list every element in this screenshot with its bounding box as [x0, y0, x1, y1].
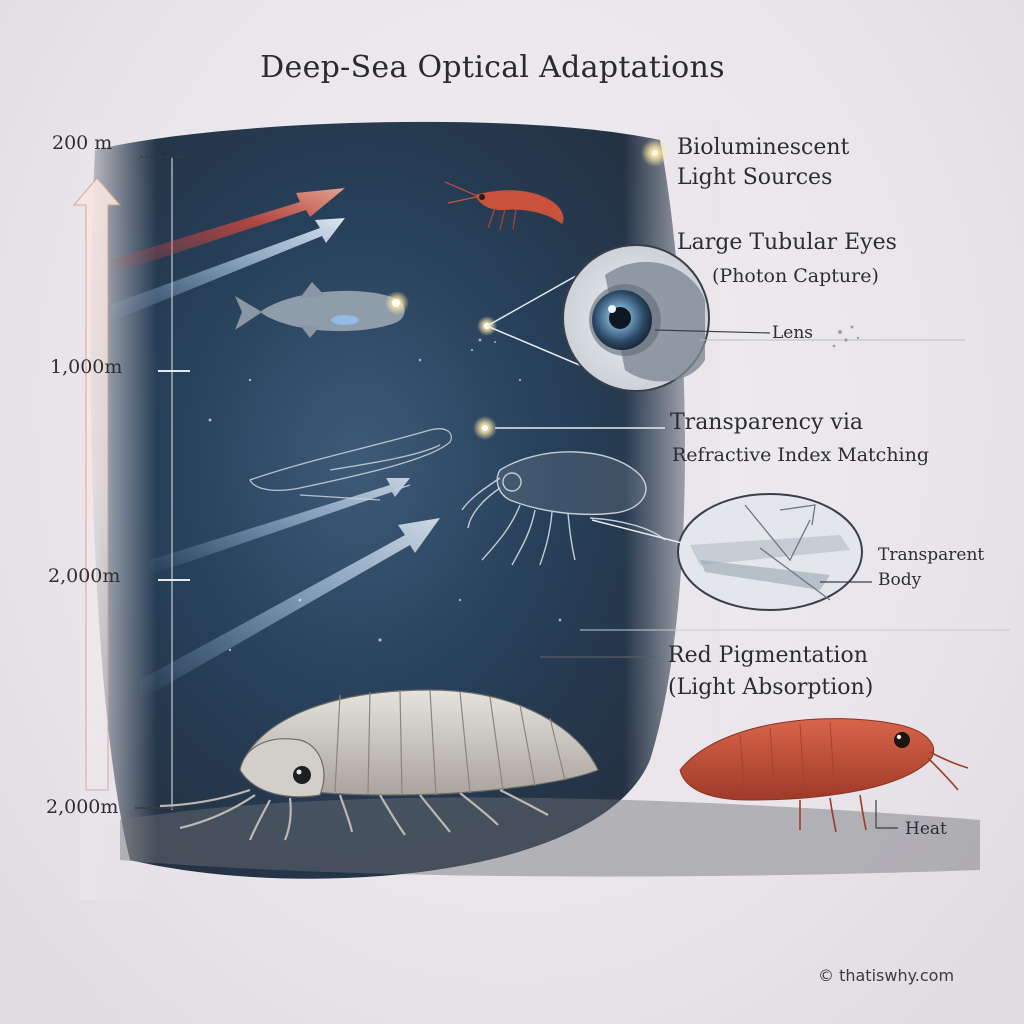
label-transparent-body-line2: Body	[878, 570, 922, 590]
label-bioluminescent-line1: Bioluminescent	[677, 135, 850, 160]
red-shrimp-top	[444, 181, 564, 231]
blue-light-beam-1	[110, 218, 345, 322]
label-tubular-eyes: Large Tubular Eyes	[677, 230, 897, 255]
label-transparency-line1: Transparency via	[670, 410, 863, 435]
label-heat: Heat	[905, 819, 947, 839]
label-photon-capture: (Photon Capture)	[712, 265, 879, 287]
transparent-body-magnified	[591, 493, 872, 611]
page-title: Deep-Sea Optical Adaptations	[260, 50, 725, 85]
label-red-pigmentation: Red Pigmentation	[668, 643, 868, 668]
upward-arrow	[72, 177, 122, 791]
blue-light-beam-2	[150, 478, 410, 575]
label-bioluminescent-line2: Light Sources	[677, 165, 833, 190]
red-shrimp-bottom	[679, 718, 969, 833]
label-transparency-line2: Refractive Index Matching	[672, 444, 930, 466]
red-light-beam	[110, 188, 345, 275]
giant-isopod	[159, 689, 599, 841]
transparent-amphipod	[461, 451, 666, 566]
transparent-shrimp	[249, 428, 452, 501]
lanternfish	[235, 282, 409, 338]
marine-snow	[208, 338, 562, 652]
tubular-eye-magnified	[562, 244, 965, 392]
label-light-absorption: (Light Absorption)	[668, 675, 874, 700]
seafloor	[120, 797, 980, 877]
depth-marker-2000b: 2,000m	[46, 796, 119, 818]
label-lens: Lens	[772, 323, 814, 343]
depth-marker-2000a: 2,000m	[48, 565, 121, 587]
blue-light-beam-3	[140, 518, 440, 700]
label-transparent-body-line1: Transparent	[878, 545, 985, 565]
depth-marker-1000: 1,000m	[50, 356, 123, 378]
copyright-text: © thatiswhy.com	[818, 966, 955, 985]
depth-marker-200: 200 m	[52, 132, 113, 154]
